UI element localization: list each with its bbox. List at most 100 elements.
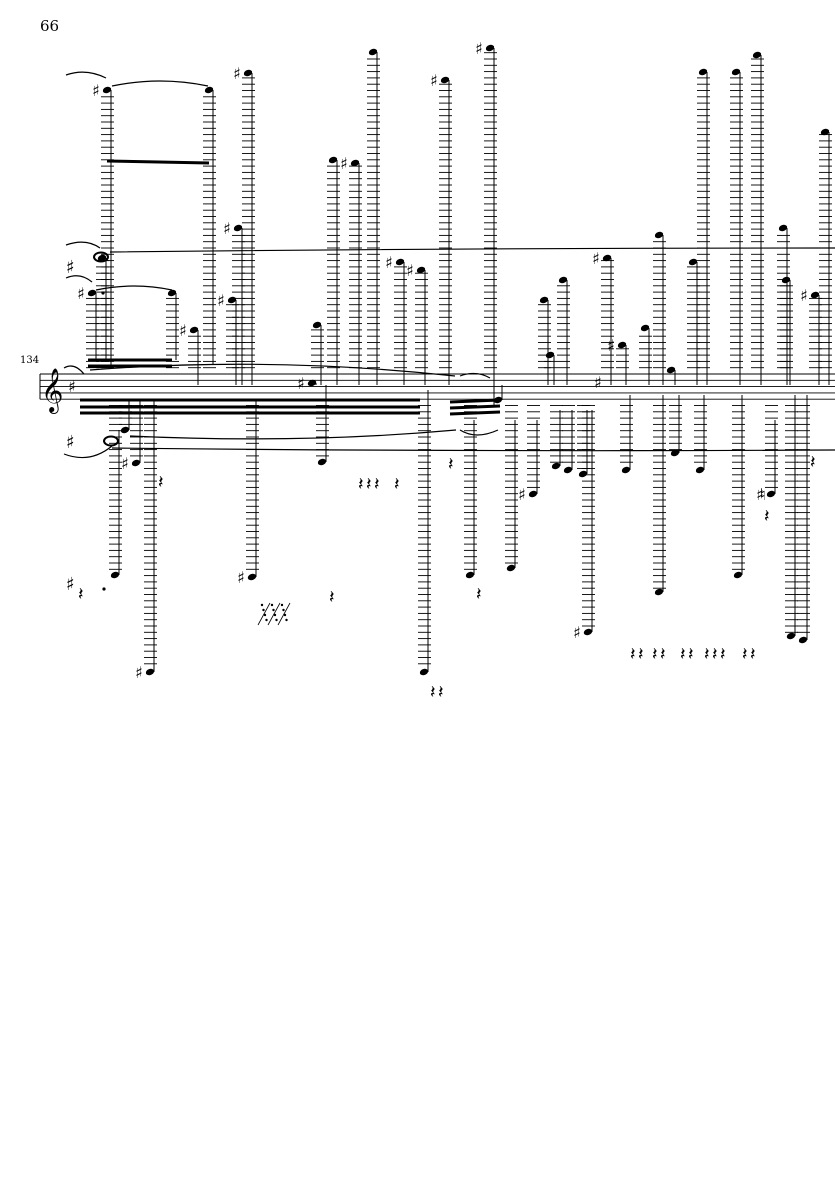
note-head	[167, 289, 177, 297]
quarter-rest: 𝄽	[448, 454, 454, 475]
grace-note	[285, 618, 288, 622]
note-head	[227, 296, 237, 304]
quarter-rest: 𝄽	[476, 584, 482, 605]
sharp-accidental: ♯	[77, 284, 85, 303]
sharp-accidental: ♯	[573, 623, 581, 642]
beam	[449, 398, 501, 404]
note-head	[416, 266, 426, 274]
note-head	[87, 289, 97, 297]
sharp-accidental: ♯	[385, 253, 393, 272]
sharp-accidental: ♯	[223, 219, 231, 238]
sharp-accidental: ♯	[518, 485, 526, 504]
note-head	[131, 459, 141, 467]
note-head	[786, 632, 796, 640]
grace-note-slash	[277, 602, 291, 626]
grace-note	[275, 618, 278, 622]
sharp-accidental: ♯	[340, 154, 348, 173]
sharp-accidental: ♯	[594, 373, 602, 392]
note-head	[688, 258, 698, 266]
sharp-accidental: ♯	[756, 485, 764, 504]
grace-note-slash	[267, 602, 281, 626]
beam	[449, 404, 501, 410]
note-head	[752, 51, 762, 59]
note-head	[120, 426, 130, 434]
beam	[106, 159, 210, 165]
note-head	[110, 571, 120, 579]
quarter-rest: 𝄽	[366, 474, 372, 495]
grace-note	[270, 603, 274, 607]
quarter-rest: 𝄽	[652, 644, 658, 665]
measure-number: 134	[20, 355, 40, 366]
note-head	[307, 379, 317, 387]
grace-note	[260, 603, 264, 607]
quarter-rest: 𝄽	[720, 644, 726, 665]
grace-note	[283, 613, 287, 617]
note-head	[247, 573, 257, 581]
sharp-accidental: ♯	[66, 574, 75, 595]
slur	[129, 429, 457, 440]
grace-note	[273, 613, 277, 617]
note-head	[465, 571, 475, 579]
note-head	[551, 462, 561, 470]
note-head	[350, 159, 360, 167]
note-head	[640, 324, 650, 332]
sharp-accidental: ♯	[179, 321, 187, 340]
quarter-rest: 𝄽	[750, 644, 756, 665]
quarter-rest: 𝄽	[638, 644, 644, 665]
tie	[459, 429, 499, 436]
note-head	[145, 668, 155, 676]
note-head	[204, 86, 214, 94]
sharp-accidental: ♯	[135, 663, 143, 682]
note-head	[243, 69, 253, 77]
note-head	[670, 449, 680, 457]
slur	[89, 363, 456, 377]
quarter-rest: 𝄽	[704, 644, 710, 665]
note-head	[102, 86, 112, 94]
note-head	[395, 258, 405, 266]
note-head	[781, 276, 791, 284]
sharp-accidental: ♯	[592, 249, 600, 268]
tie	[459, 372, 491, 379]
quarter-rest: 𝄽	[630, 644, 636, 665]
slur	[111, 447, 835, 452]
note-head	[368, 48, 378, 56]
slur	[111, 80, 209, 87]
quarter-rest: 𝄽	[374, 474, 380, 495]
note-head	[317, 458, 327, 466]
quarter-rest: 𝄽	[438, 682, 444, 703]
augmentation-dot	[102, 587, 106, 591]
note-head	[485, 44, 495, 52]
sharp-accidental: ♯	[121, 454, 129, 473]
note-head	[602, 254, 612, 262]
quarter-rest: 𝄽	[78, 584, 84, 605]
slur	[109, 247, 835, 253]
tie	[65, 241, 101, 249]
quarter-rest: 𝄽	[158, 472, 164, 493]
natural-accidental: ♮	[760, 485, 766, 504]
grace-note	[280, 603, 284, 607]
note-head	[583, 628, 593, 636]
sharp-accidental: ♯	[800, 286, 808, 305]
note-head	[506, 564, 516, 572]
note-head	[810, 291, 820, 299]
note-head	[578, 470, 588, 478]
sharp-accidental: ♯	[66, 432, 75, 453]
grace-note	[272, 608, 275, 612]
note-head	[654, 231, 664, 239]
quarter-rest: 𝄽	[712, 644, 718, 665]
sharp-accidental: ♯	[430, 71, 438, 90]
note-head	[733, 571, 743, 579]
note-head	[419, 668, 429, 676]
quarter-rest: 𝄽	[764, 506, 770, 527]
treble-clef: 𝄞	[41, 368, 63, 414]
note-head	[539, 296, 549, 304]
note-head	[666, 366, 676, 374]
sharp-accidental: ♯	[297, 374, 305, 393]
sharp-accidental: ♯	[475, 39, 483, 58]
beam	[449, 410, 501, 416]
note-head	[698, 68, 708, 76]
quarter-rest: 𝄽	[810, 452, 816, 473]
augmentation-dot	[101, 291, 105, 295]
quarter-rest: 𝄽	[394, 474, 400, 495]
